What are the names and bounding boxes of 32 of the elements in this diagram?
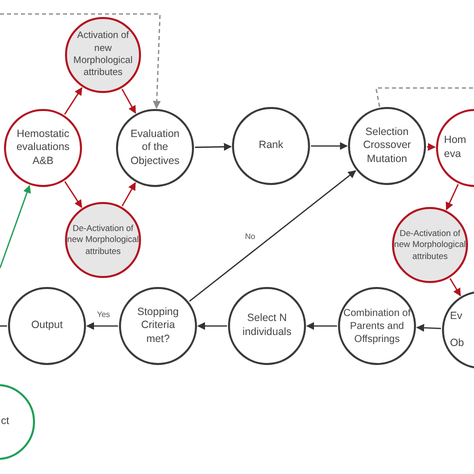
node-label: Output xyxy=(31,319,63,333)
arrow xyxy=(0,184,31,268)
arrow xyxy=(426,142,436,151)
arrow xyxy=(86,322,118,330)
node-label: Stopping Criteria met? xyxy=(136,306,180,346)
node-label: Activation of new Morphological attributes xyxy=(72,30,134,80)
arrow xyxy=(416,324,442,332)
node-label: De-Activation of new Morphological attributes xyxy=(394,228,466,262)
arrow xyxy=(306,322,337,330)
arrow xyxy=(446,184,459,210)
node-label: Evaluation of the Objectives xyxy=(129,128,181,168)
node-label: Hom eva xyxy=(444,134,468,162)
node-label: Select N individuals xyxy=(241,312,293,340)
node-label: De-Activation of new Morphological attributes xyxy=(67,223,139,257)
arrow xyxy=(64,87,82,115)
arrow xyxy=(194,142,232,151)
node-label: ct xyxy=(1,415,10,429)
arrow xyxy=(450,278,461,296)
arrow xyxy=(121,88,136,114)
dashed-arrow xyxy=(0,13,161,109)
node-label: Selection Crossover Mutation xyxy=(362,126,412,166)
arrow xyxy=(64,181,82,208)
node-label: Hemostatic evaluations A&B xyxy=(15,128,71,168)
arrow xyxy=(122,182,136,206)
node-label: Combination of Parents and Offsprings xyxy=(342,306,412,346)
node-label: Ev Ob xyxy=(450,308,466,351)
arrow xyxy=(311,142,348,150)
arrow xyxy=(189,170,356,302)
edge-label: No xyxy=(244,233,256,242)
arrow xyxy=(197,322,227,330)
node-label: Rank xyxy=(258,139,284,153)
edge-label: Yes xyxy=(96,311,112,320)
